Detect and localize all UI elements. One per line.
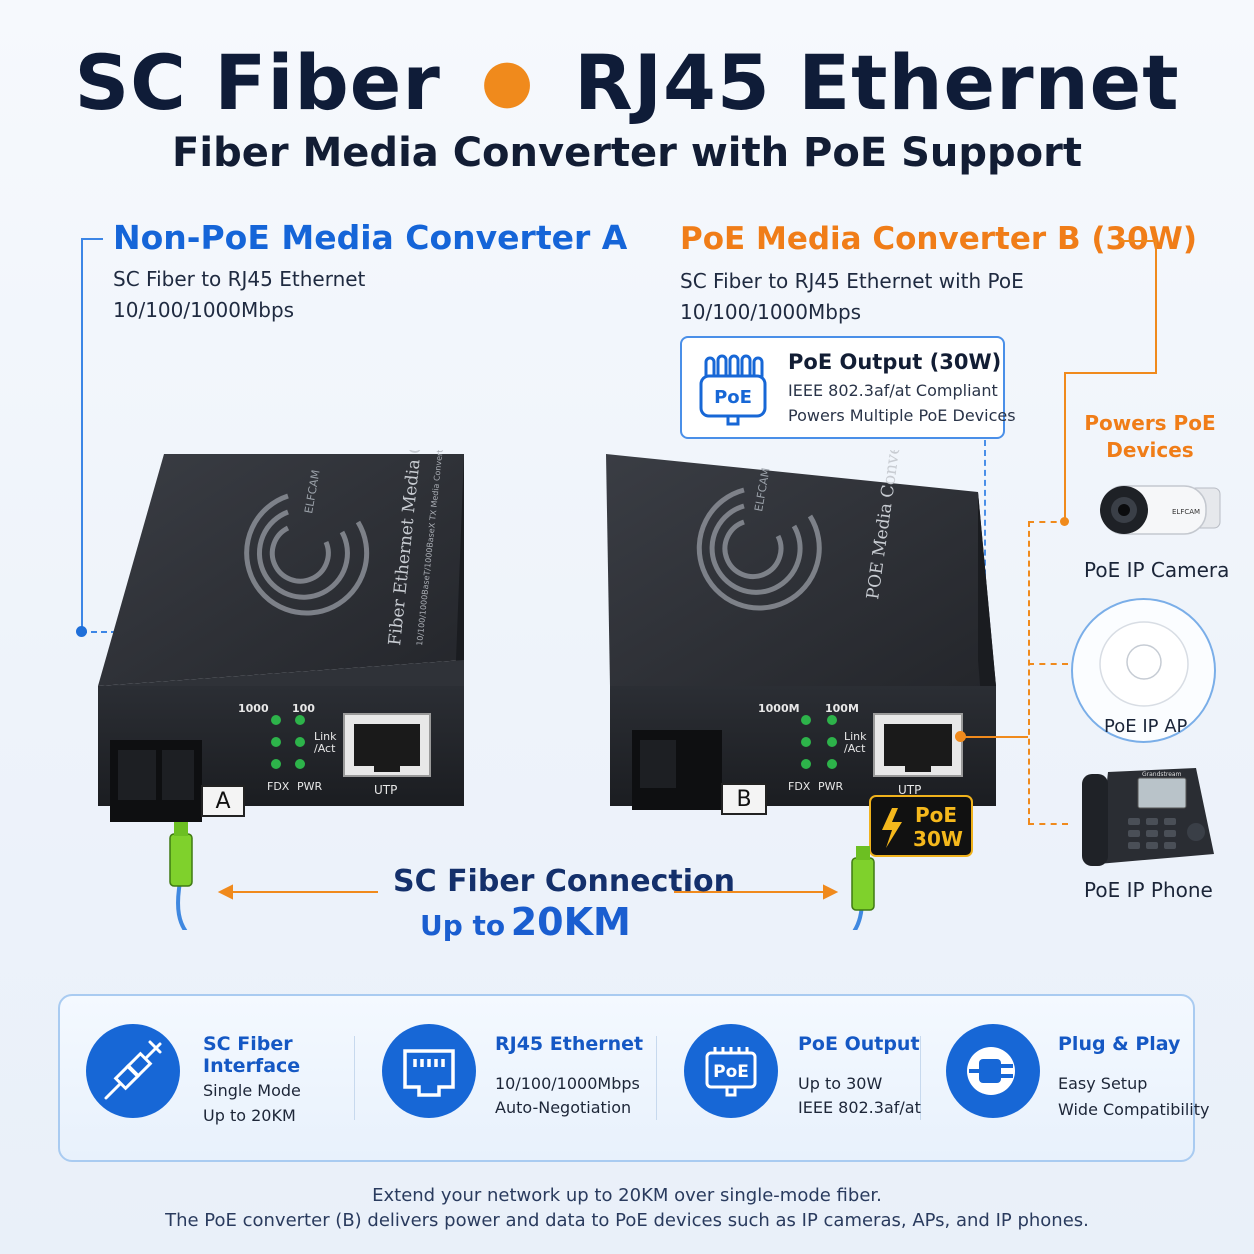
- feature-4-badge: [946, 1024, 1040, 1118]
- converter-a-leader-line: [81, 238, 103, 632]
- feature-3-line2: IEEE 802.3af/at: [798, 1098, 921, 1117]
- poe-camera-icon: ELFCAM: [1100, 485, 1221, 535]
- svg-text:B: B: [736, 787, 751, 812]
- feature-3-title: PoE Output: [798, 1033, 920, 1055]
- powers-poe-line1: Powers PoE: [1084, 411, 1216, 435]
- svg-text:30W: 30W: [913, 827, 963, 851]
- converters-illustration: ELFCAM Fiber Ethernet Media Converter 10…: [98, 450, 996, 930]
- converter-a-leader-dot: [76, 626, 87, 637]
- poe-box-line1: IEEE 802.3af/at Compliant: [788, 381, 998, 400]
- feature-2-title: RJ45 Ethernet: [495, 1033, 644, 1055]
- converter-a-leader-tail: [81, 631, 117, 633]
- feature-1-title-line2: Interface: [203, 1055, 301, 1077]
- poe-output-box: PoE PoE Output (30W) IEEE 802.3af/at Com…: [680, 336, 1016, 439]
- title-sc-fiber: SC Fiber: [74, 38, 441, 127]
- poe-box-title: PoE Output (30W): [788, 350, 1002, 374]
- svg-text:PoE: PoE: [915, 803, 957, 827]
- poe-ip-ap-label: PoE IP AP: [1104, 716, 1188, 737]
- converter-a-line2: 10/100/1000Mbps: [113, 298, 295, 322]
- feature-4-line1: Easy Setup: [1058, 1074, 1148, 1093]
- title-rj45-ethernet: RJ45 Ethernet: [574, 38, 1180, 127]
- svg-text:1000M: 1000M: [758, 702, 800, 715]
- converter-a-title: Non-PoE Media Converter A: [113, 218, 628, 257]
- subtitle: Fiber Media Converter with PoE Support: [172, 130, 1082, 176]
- fiber-arrows: [217, 884, 839, 900]
- poe-chip-icon: PoE: [705, 1047, 757, 1097]
- fiber-connector-icon: [104, 1040, 162, 1100]
- svg-text:A: A: [215, 789, 230, 814]
- poe-feed-dot: [955, 731, 966, 742]
- poe-box-line2: Powers Multiple PoE Devices: [788, 406, 1016, 425]
- converter-a-line1: SC Fiber to RJ45 Ethernet: [113, 267, 366, 291]
- poe-chip-icon: PoE: [699, 354, 767, 426]
- feature-1-title-line1: SC Fiber: [203, 1033, 293, 1055]
- powers-poe-devices-label: Powers PoE Devices: [1080, 410, 1220, 464]
- poe-branch-vertical: [1028, 521, 1030, 824]
- poe-ip-phone-label: PoE IP Phone: [1084, 878, 1213, 902]
- title-separator-dot: ●: [480, 46, 535, 116]
- feature-4-title: Plug & Play: [1058, 1033, 1181, 1055]
- feature-3-line1: Up to 30W: [798, 1074, 883, 1093]
- svg-text:/Act: /Act: [314, 742, 336, 755]
- converter-b-line1: SC Fiber to RJ45 Ethernet with PoE: [680, 269, 1024, 293]
- svg-text:FDX: FDX: [267, 780, 290, 793]
- svg-text:Grandstream: Grandstream: [1142, 771, 1182, 778]
- fiber-distance-value: 20KM: [510, 900, 631, 944]
- svg-text:Link: Link: [314, 730, 337, 743]
- svg-text:Link: Link: [844, 730, 867, 743]
- converter-a-device: ELFCAM Fiber Ethernet Media Converter 10…: [98, 450, 464, 822]
- converter-b-device: ELFCAM POE Media Converter B 1000M 100M …: [606, 450, 996, 857]
- svg-text:100: 100: [292, 702, 315, 715]
- feature-divider-3: [920, 1036, 921, 1120]
- feature-divider-1: [354, 1036, 355, 1120]
- feature-1-title: SC Fiber Interface: [203, 1033, 300, 1077]
- footer-line2: The PoE converter (B) delivers power and…: [165, 1210, 1089, 1231]
- fiber-connection-label: SC Fiber Connection: [393, 864, 735, 899]
- poe-ip-camera-label: PoE IP Camera: [1084, 558, 1230, 582]
- converter-a-description: SC Fiber to RJ45 Ethernet 10/100/1000Mbp…: [113, 264, 365, 326]
- powers-poe-line2: Devices: [1106, 438, 1194, 462]
- svg-text:ELFCAM: ELFCAM: [1172, 508, 1200, 516]
- svg-text:/Act: /Act: [844, 742, 866, 755]
- feature-4-line2: Wide Compatibility: [1058, 1100, 1210, 1119]
- footer-line1: Extend your network up to 20KM over sing…: [372, 1185, 882, 1206]
- feature-1-badge: [86, 1024, 180, 1118]
- fiber-distance-prefix: Up to: [420, 909, 506, 942]
- svg-text:UTP: UTP: [898, 783, 921, 797]
- svg-text:1000: 1000: [238, 702, 269, 715]
- feature-2-line2: Auto-Negotiation: [495, 1098, 632, 1117]
- svg-text:PWR: PWR: [818, 780, 844, 793]
- poe-phone-icon: Grandstream: [1082, 768, 1214, 866]
- poe-branch-dot-camera: [1060, 517, 1069, 526]
- poe-feed-line: [960, 736, 1028, 738]
- power-plug-icon: [967, 1047, 1015, 1095]
- poe-ap-icon: [1099, 621, 1189, 707]
- feature-divider-2: [656, 1036, 657, 1120]
- svg-text:PoE: PoE: [714, 387, 752, 408]
- svg-text:PWR: PWR: [297, 780, 323, 793]
- converter-b-title: PoE Media Converter B (30W): [680, 221, 1198, 257]
- fiber-distance: Up to 20KM: [420, 900, 631, 944]
- main-title: SC Fiber ● RJ45 Ethernet: [0, 38, 1254, 127]
- poe-branch-camera: [1028, 521, 1068, 523]
- converter-b-leader-line: [1120, 240, 1157, 373]
- feature-1-line2: Up to 20KM: [203, 1106, 296, 1125]
- fiber-cable: [169, 822, 875, 930]
- feature-1-line1: Single Mode: [203, 1081, 301, 1100]
- feature-3-badge: PoE: [684, 1024, 778, 1118]
- svg-text:PoE: PoE: [713, 1062, 749, 1082]
- converter-b-line2: 10/100/1000Mbps: [680, 300, 862, 324]
- converter-b-leader-line-2: [1064, 372, 1157, 522]
- poe-branch-ap: [1028, 663, 1068, 665]
- svg-text:100M: 100M: [825, 702, 859, 715]
- feature-2-line1: 10/100/1000Mbps: [495, 1074, 640, 1093]
- converter-b-description: SC Fiber to RJ45 Ethernet with PoE 10/10…: [680, 266, 1024, 328]
- ethernet-port-icon: [403, 1049, 455, 1097]
- poe-branch-phone: [1028, 823, 1068, 825]
- svg-text:FDX: FDX: [788, 780, 811, 793]
- svg-text:UTP: UTP: [374, 783, 397, 797]
- feature-2-badge: [382, 1024, 476, 1118]
